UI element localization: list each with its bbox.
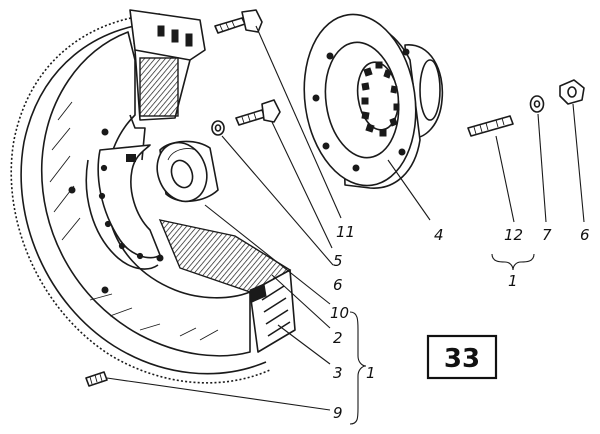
callout-1-right: 1 bbox=[366, 364, 376, 382]
spline-teeth bbox=[361, 61, 400, 137]
callout-1-under-brace: 1 bbox=[508, 272, 518, 290]
gear-face-shading bbox=[49, 101, 219, 341]
gear-outer-rim bbox=[20, 21, 267, 375]
callout-10: 10 bbox=[330, 304, 349, 322]
bolt-part-11 bbox=[214, 9, 263, 34]
gear-hole bbox=[101, 128, 109, 136]
gear-teeth bbox=[10, 13, 271, 384]
callout-11: 11 bbox=[336, 223, 355, 241]
callout-3: 3 bbox=[333, 364, 343, 382]
callout-2: 2 bbox=[333, 329, 343, 347]
figure-number-box: 33 bbox=[426, 334, 498, 380]
callout-4: 4 bbox=[434, 226, 444, 244]
callout-9: 9 bbox=[333, 404, 343, 422]
gear-hub-flange bbox=[85, 144, 161, 270]
setscrew-part-9 bbox=[85, 371, 108, 387]
gear-hole bbox=[68, 186, 76, 194]
figure-number: 33 bbox=[444, 344, 480, 374]
brace-group-1-right bbox=[349, 311, 367, 425]
callout-12: 12 bbox=[504, 226, 523, 244]
stud-part-12 bbox=[467, 115, 514, 137]
nut-part-6 bbox=[559, 79, 585, 105]
callout-6-right: 6 bbox=[580, 226, 590, 244]
bolt-part-mid bbox=[235, 99, 281, 126]
washer-part-5 bbox=[211, 120, 225, 136]
gear-hole bbox=[101, 286, 109, 294]
callout-5: 5 bbox=[333, 252, 343, 270]
leader-lines bbox=[106, 25, 585, 411]
gear-ring-part bbox=[10, 9, 296, 384]
washer-part-7 bbox=[529, 95, 545, 113]
brace-group-1-top bbox=[491, 253, 535, 271]
gear-top-cutaway bbox=[129, 9, 206, 161]
gear-lower-cutaway bbox=[158, 219, 296, 353]
callout-7: 7 bbox=[542, 226, 552, 244]
bushing-part bbox=[156, 140, 219, 203]
callout-6-mid: 6 bbox=[333, 276, 343, 294]
flange-hub-part-4 bbox=[303, 13, 444, 189]
callout-labels: 11 4 12 7 6 1 5 6 10 2 3 1 9 bbox=[330, 223, 590, 422]
